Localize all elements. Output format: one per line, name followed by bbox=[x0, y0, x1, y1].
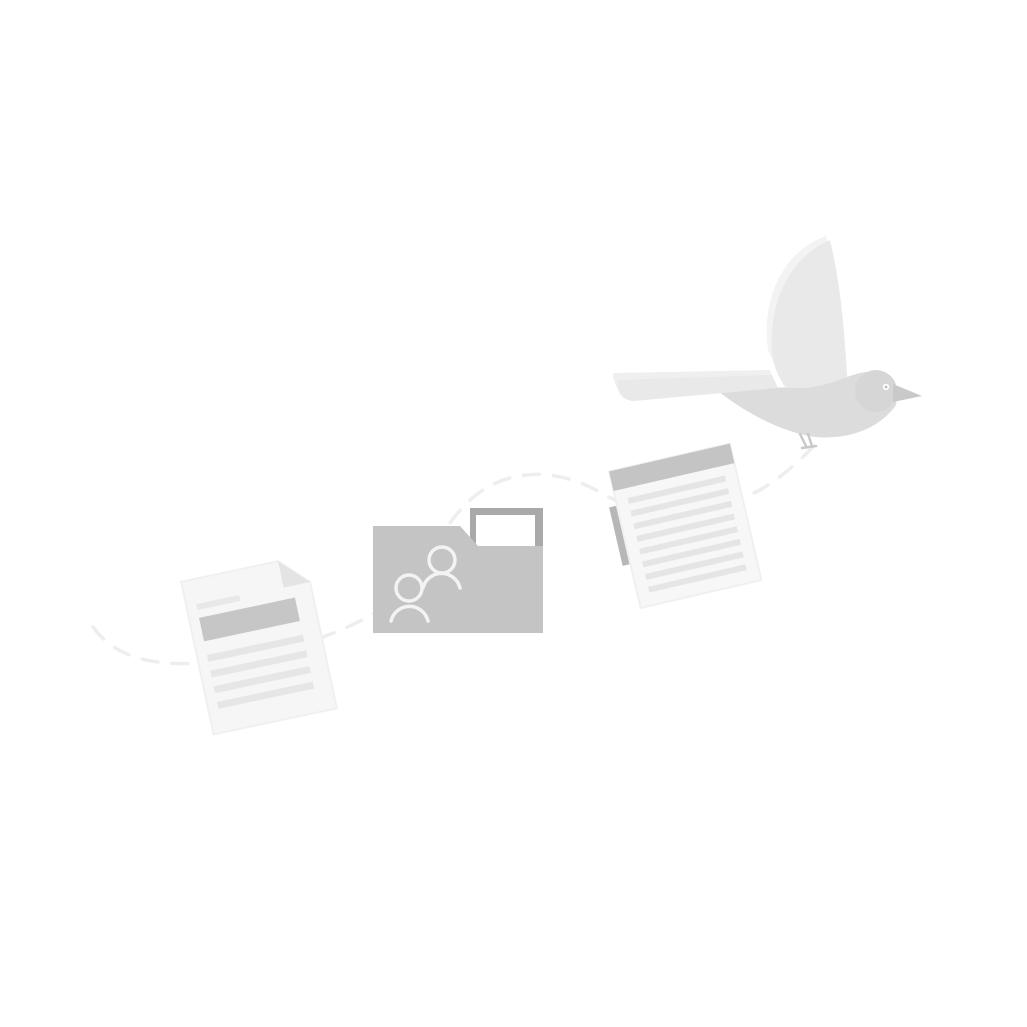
shared-folder-icon bbox=[373, 508, 543, 633]
people-icon bbox=[389, 545, 462, 623]
document-icon bbox=[179, 560, 339, 736]
multi-page-document-icon bbox=[607, 442, 763, 610]
bird-icon bbox=[613, 236, 922, 450]
